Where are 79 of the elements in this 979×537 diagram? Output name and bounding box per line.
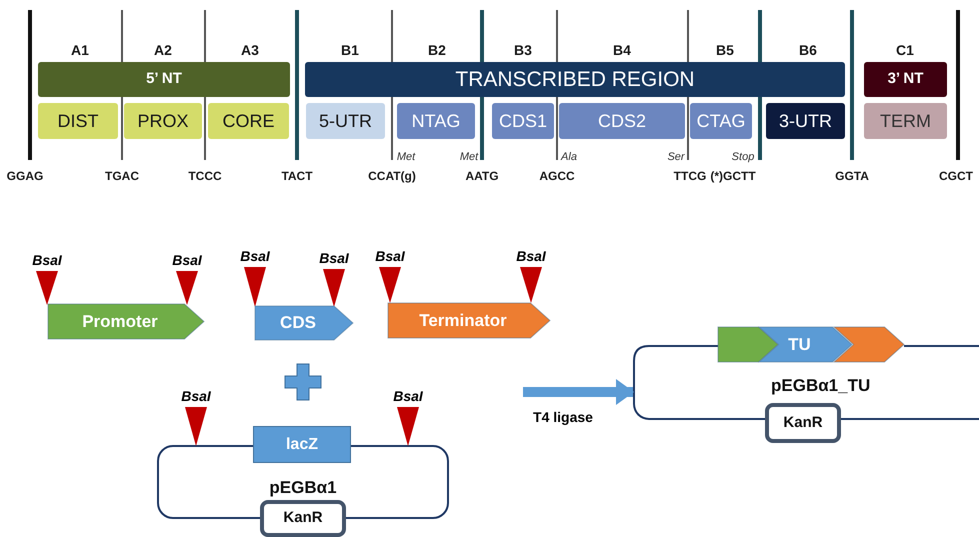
node-label: CORE xyxy=(222,110,274,132)
overhang-sequence: TGAC xyxy=(105,168,139,185)
part-position-label: B2 xyxy=(428,41,446,60)
part-position-label: B6 xyxy=(799,41,817,60)
resistance-marker-box xyxy=(260,500,346,537)
restriction-site-label: BsaI xyxy=(181,387,211,406)
node-label: Promoter xyxy=(82,310,158,333)
dna-part-block xyxy=(833,326,905,363)
node-label: DIST xyxy=(57,110,98,132)
node-label: KanR xyxy=(783,412,823,433)
region-bar xyxy=(305,62,845,97)
part-box xyxy=(208,103,289,139)
node-label: CDS2 xyxy=(598,110,646,132)
part-box xyxy=(864,103,947,139)
resistance-marker-box xyxy=(765,403,841,443)
restriction-site-label: BsaI xyxy=(516,247,546,266)
node-label: 3’ NT xyxy=(888,69,924,90)
region-bar xyxy=(864,62,947,97)
part-position-label: B4 xyxy=(613,41,631,60)
amino-acid-label: Ala xyxy=(561,150,577,165)
part-box xyxy=(766,103,845,139)
node-label: 5-UTR xyxy=(319,110,372,132)
overhang-sequence: TACT xyxy=(281,168,313,185)
dna-part-block xyxy=(758,326,853,363)
part-box xyxy=(492,103,554,139)
amino-acid-label: Met xyxy=(460,150,478,165)
dna-part-block xyxy=(717,326,779,363)
amino-acid-label: Met xyxy=(396,150,416,165)
overhang-sequence: GGAG xyxy=(6,168,44,185)
restriction-site-label: BsaI xyxy=(32,251,62,270)
node-label: CDS xyxy=(280,312,316,334)
restriction-site-label: BsaI xyxy=(319,249,349,268)
amino-acid-label: Stop xyxy=(732,150,754,165)
node-label: TERM xyxy=(880,110,931,132)
node-label: PROX xyxy=(137,110,188,132)
part-box xyxy=(559,103,685,139)
part-position-label: A1 xyxy=(71,41,89,60)
part-position-label: B3 xyxy=(514,41,532,60)
amino-acid-label: Ser xyxy=(667,150,685,165)
part-box xyxy=(397,103,475,139)
overhang-sequence: CGCT xyxy=(939,168,973,185)
node-label: 3-UTR xyxy=(779,110,832,132)
node-label: KanR xyxy=(283,508,323,528)
restriction-site-label: BsaI xyxy=(240,247,270,266)
part-position-label: B5 xyxy=(716,41,734,60)
dna-part-block xyxy=(254,305,354,341)
node-label: CTAG xyxy=(696,110,746,132)
node-label: TU xyxy=(788,334,811,356)
overhang-sequence: GGTA xyxy=(835,168,869,185)
part-box xyxy=(124,103,202,139)
part-position-label: A3 xyxy=(241,41,259,60)
node-label: TRANSCRIBED REGION xyxy=(455,66,695,93)
overhang-sequence: TCCC xyxy=(188,168,222,185)
node-label: pEGBα1_TU xyxy=(771,375,870,397)
part-position-label: C1 xyxy=(896,41,914,60)
part-box xyxy=(690,103,752,139)
node-label: NTAG xyxy=(412,110,460,132)
block-arrow xyxy=(523,379,634,405)
part-position-label: A2 xyxy=(154,41,172,60)
overhang-sequence: TTCG xyxy=(674,168,706,185)
node-label: CDS1 xyxy=(498,110,547,132)
restriction-site-label: BsaI xyxy=(172,251,202,270)
node-label: Terminator xyxy=(419,310,507,332)
restriction-site-label: BsaI xyxy=(393,387,423,406)
node-label: lacZ xyxy=(286,434,318,454)
node-label: pEGBα1 xyxy=(269,477,337,499)
overhang-sequence: (*)GCTT xyxy=(710,168,756,185)
region-bar xyxy=(38,62,290,97)
part-box xyxy=(306,103,385,139)
node-label: 5’ NT xyxy=(146,69,182,90)
part-position-label: B1 xyxy=(341,41,359,60)
overhang-sequence: AGCC xyxy=(539,168,575,185)
dna-part-block xyxy=(387,302,551,339)
gene-box xyxy=(253,426,351,463)
dna-part-block xyxy=(47,303,205,340)
part-box xyxy=(38,103,118,139)
overhang-sequence: AATG xyxy=(465,168,499,185)
restriction-site-label: BsaI xyxy=(375,247,405,266)
overhang-sequence: CCAT(g) xyxy=(368,168,416,185)
